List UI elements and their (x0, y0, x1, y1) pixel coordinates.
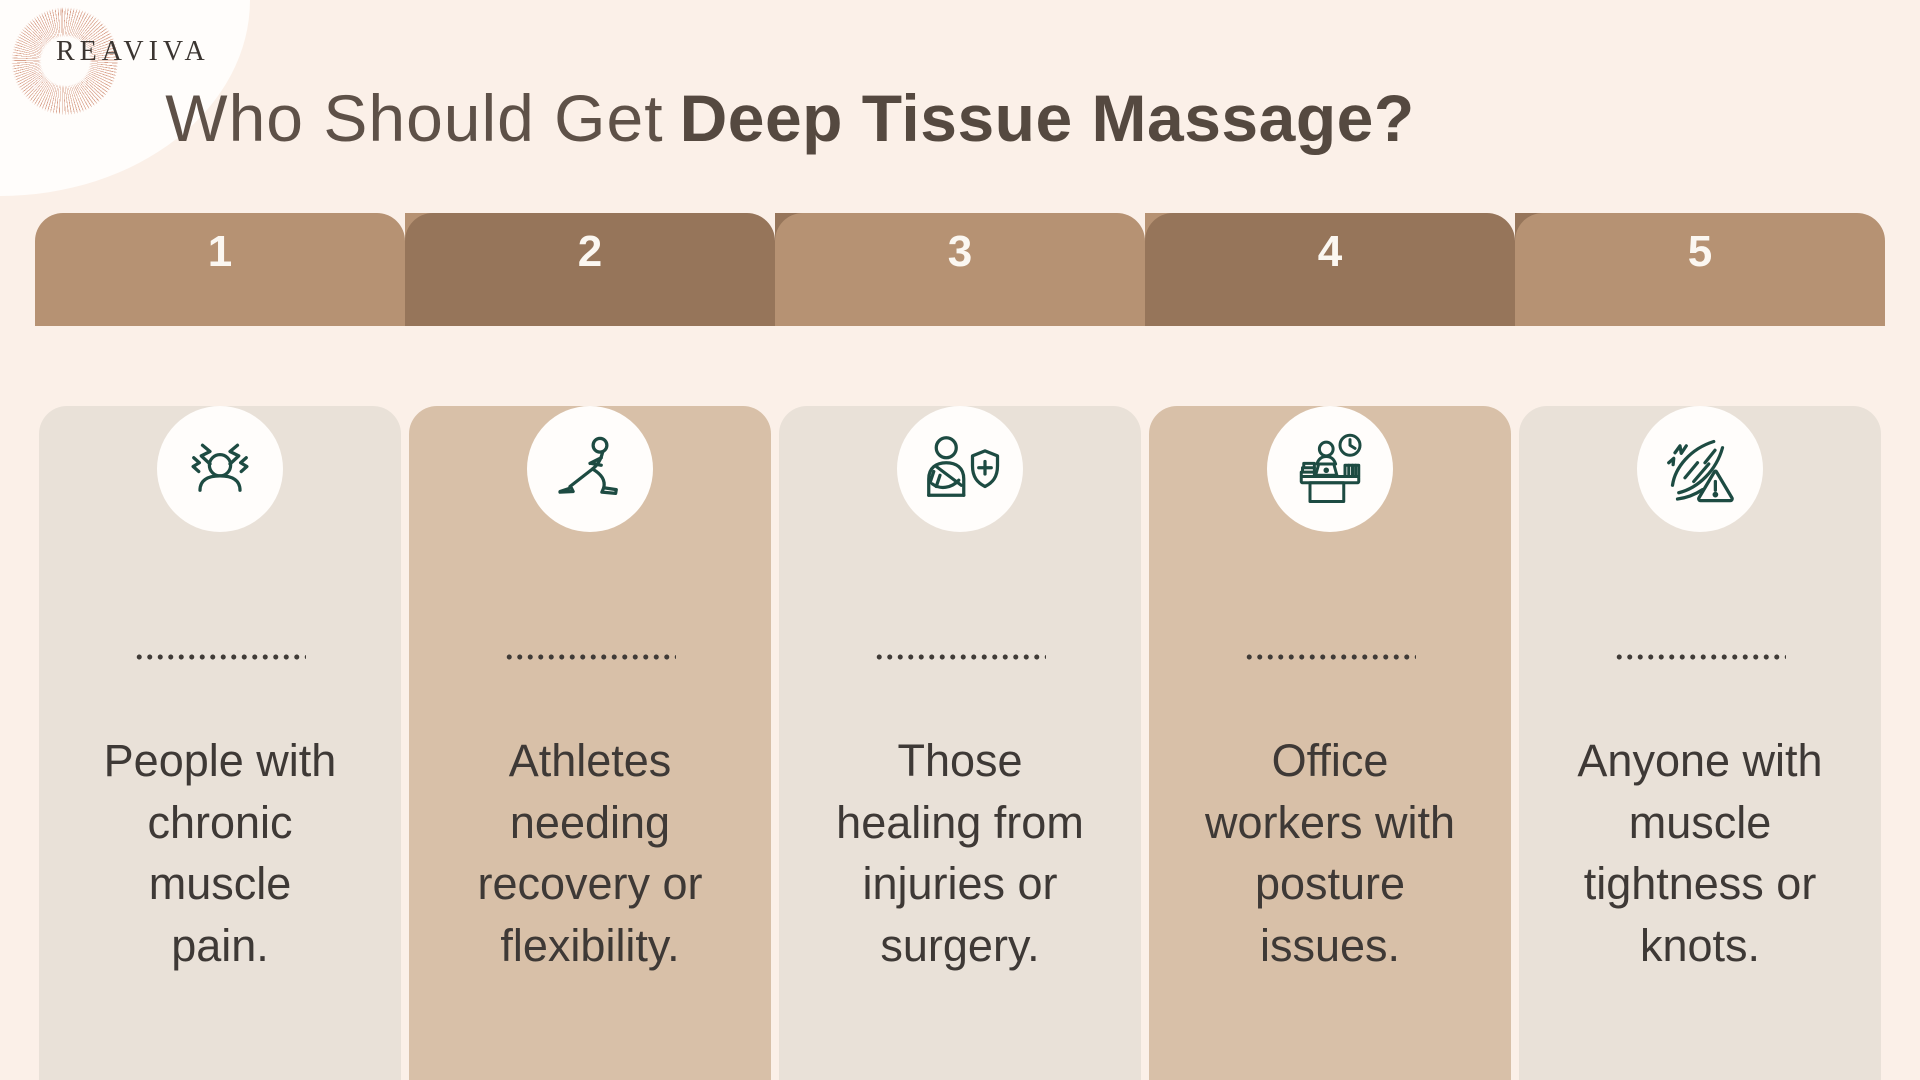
card-2-number: 2 (577, 227, 603, 276)
card-2-icon-circle (527, 406, 653, 532)
card-5-number: 5 (1687, 227, 1713, 276)
dotted-divider (134, 654, 306, 660)
spiral-logo-icon (6, 4, 118, 116)
office-worker-desk-icon (1299, 433, 1362, 503)
card-4-number-tab: 4 (1145, 213, 1515, 326)
person-pain-icon (191, 443, 249, 492)
brand-name: REAVIVA (56, 36, 210, 67)
card-1-number: 1 (207, 227, 233, 276)
athlete-stretching-icon (558, 436, 618, 495)
logo-background-blob: REAVIVA (0, 0, 250, 196)
dotted-divider (1244, 654, 1416, 660)
card-4: 4 (1145, 213, 1515, 1080)
dotted-divider (1614, 654, 1786, 660)
card-1-icon-circle (157, 406, 283, 532)
injury-recovery-shield-icon (927, 436, 1000, 497)
muscle-knot-warning-icon (1667, 439, 1734, 503)
card-4-icon-circle (1267, 406, 1393, 532)
dotted-divider (504, 654, 676, 660)
card-1-number-tab: 1 (35, 213, 405, 326)
page-title-bold: Deep Tissue Massage? (679, 81, 1415, 155)
card-3-number-tab: 3 (775, 213, 1145, 326)
dotted-divider (874, 654, 1046, 660)
card-5-number-tab: 5 (1515, 213, 1885, 326)
card-3-number: 3 (947, 227, 973, 276)
page-title-light: Who Should Get (165, 81, 664, 155)
card-5: 5 (1515, 213, 1885, 1080)
card-4-number: 4 (1317, 227, 1343, 276)
card-2-number-tab: 2 (405, 213, 775, 326)
card-3-icon-circle (897, 406, 1023, 532)
card-5-icon-circle (1637, 406, 1763, 532)
